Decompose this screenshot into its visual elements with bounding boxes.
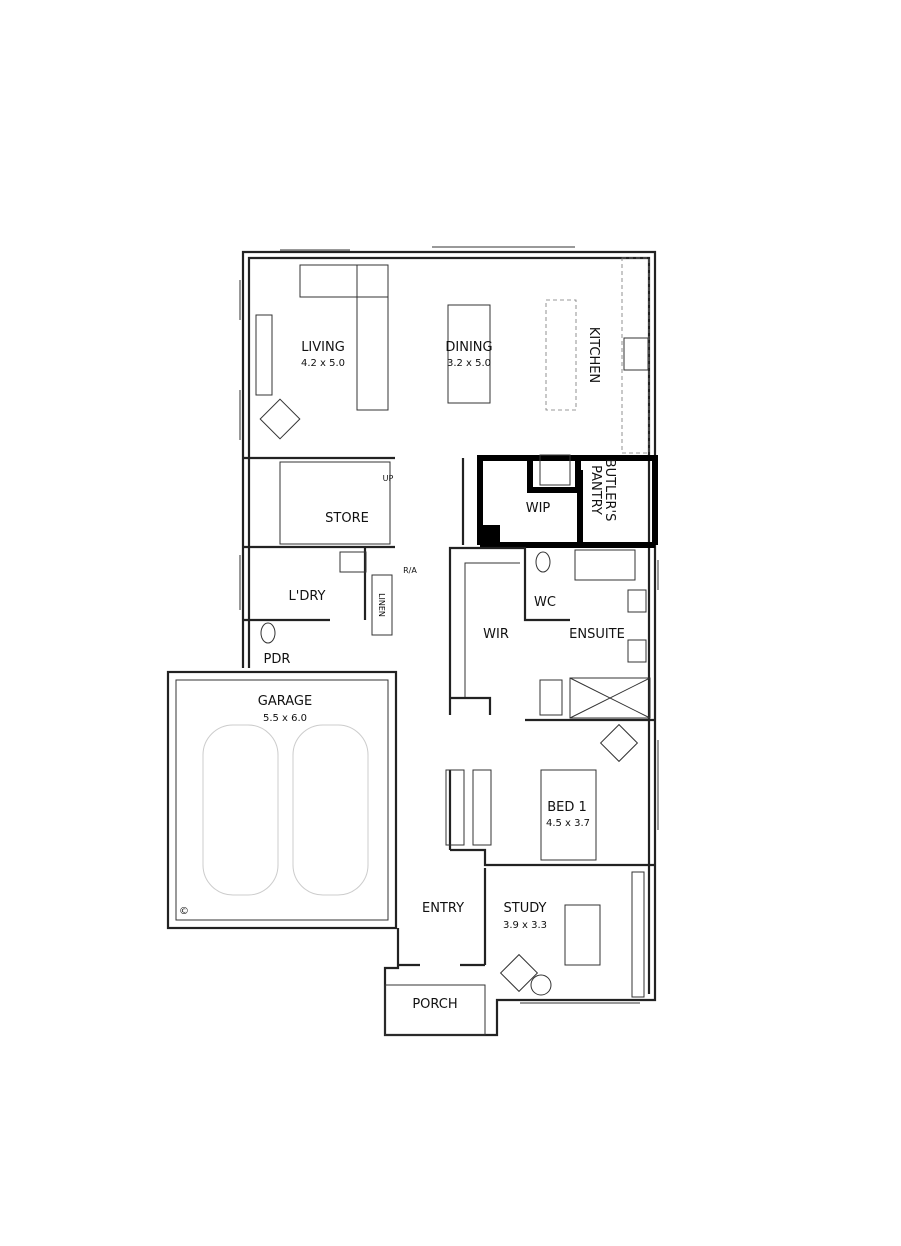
store-label: STORE: [325, 511, 369, 526]
wip-label: WIP: [526, 501, 551, 516]
pdr-label: PDR: [264, 652, 291, 667]
outer-walls: [166, 246, 659, 1037]
copyright-mark: ©: [179, 906, 189, 917]
garage-size: 5.5 x 6.0: [263, 713, 307, 724]
linen-label: LINEN: [377, 593, 386, 617]
room-labels: LIVING 4.2 x 5.0 DINING 3.2 x 5.0 KITCHE…: [179, 327, 625, 1012]
ra-label: R/A: [403, 566, 417, 575]
wir-label: WIR: [483, 627, 509, 642]
car-left: [202, 724, 279, 896]
porch-label: PORCH: [412, 997, 457, 1012]
stair-up-label: UP: [383, 474, 394, 483]
garage-label: GARAGE: [258, 694, 312, 709]
butlers-pantry-label-1: BUTLER'S: [602, 459, 617, 522]
bed1-label: BED 1: [547, 800, 587, 815]
butlers-pantry-label-2: PANTRY: [588, 465, 603, 515]
bed1-size: 4.5 x 3.7: [546, 818, 590, 829]
wc-label: WC: [534, 595, 556, 610]
living-label: LIVING: [301, 340, 345, 355]
dining-size: 3.2 x 5.0: [447, 358, 491, 369]
garage-cars: [202, 724, 369, 896]
entry-label: ENTRY: [422, 901, 464, 916]
interior-walls: [243, 455, 658, 998]
furniture: [255, 257, 651, 1036]
study-size: 3.9 x 3.3: [503, 920, 547, 931]
study-label: STUDY: [504, 901, 547, 916]
ensuite-label: ENSUITE: [569, 627, 625, 642]
living-size: 4.2 x 5.0: [301, 358, 345, 369]
car-right: [292, 724, 369, 896]
kitchen-label: KITCHEN: [586, 327, 601, 383]
laundry-label: L'DRY: [289, 589, 326, 604]
dining-label: DINING: [445, 340, 492, 355]
